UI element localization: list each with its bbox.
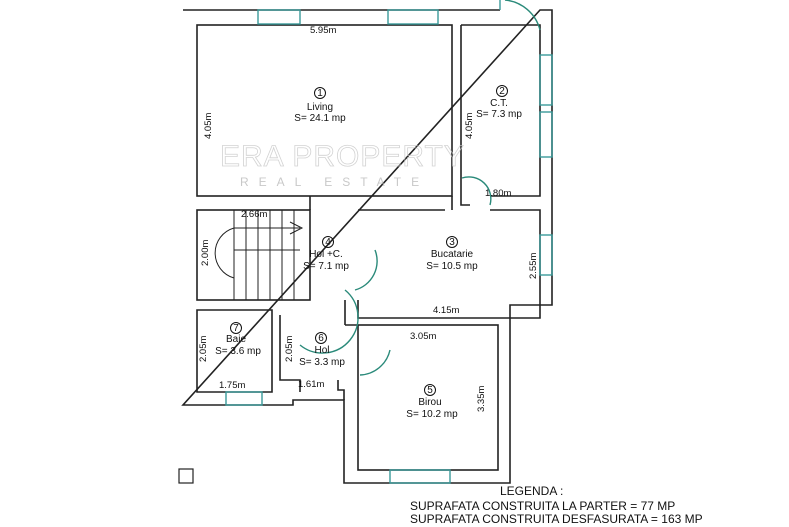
room-name: Birou: [418, 397, 441, 408]
room-ct: 2 C.T. S= 7.3 mp: [476, 85, 522, 120]
room-baie: 7 Baie S= 3.6 mp: [215, 322, 261, 357]
dim-stairs-width: 2.66m: [241, 209, 267, 220]
doors: [299, 0, 541, 376]
dim-hol-height: 2.05m: [284, 336, 295, 362]
dim-birou-width: 3.05m: [410, 331, 436, 342]
room-area: S= 3.6 mp: [215, 346, 261, 357]
room-area: S= 7.1 mp: [303, 261, 349, 272]
room-name: Hol: [314, 345, 329, 356]
room-name: C.T.: [490, 98, 508, 109]
dim-kitchen-height: 2.55m: [528, 253, 539, 279]
room-hol-c: 4 Hol +C. S= 7.1 mp: [303, 236, 349, 272]
dim-living-height: 4.05m: [203, 113, 214, 139]
dim-kitchen-width: 4.15m: [433, 305, 459, 316]
dim-baie-height: 2.05m: [198, 336, 209, 362]
room-area: S= 3.3 mp: [299, 357, 345, 368]
room-number: 6: [318, 333, 324, 344]
room-number: 7: [233, 323, 239, 334]
room-birou: 5 Birou S= 10.2 mp: [406, 384, 458, 420]
room-area: S= 24.1 mp: [294, 113, 346, 124]
room-area: S= 10.2 mp: [406, 409, 458, 420]
room-area: S= 7.3 mp: [476, 109, 522, 120]
room-bucatarie: 3 Bucatarie S= 10.5 mp: [426, 236, 478, 272]
walls: [181, 9, 553, 484]
legend-line: SUPRAFATA CONSTRUITA DESFASURATA = 163 M…: [410, 512, 703, 526]
dim-ct-height: 4.05m: [464, 113, 475, 139]
windows: [225, 0, 553, 484]
legend-line: SUPRAFATA CONSTRUITA LA PARTER = 77 MP: [410, 499, 675, 513]
room-number: 1: [317, 88, 323, 99]
dim-hol-width: 1.61m: [298, 379, 324, 390]
room-number: 2: [499, 86, 505, 97]
watermark-brand: ERA PROPERTY: [220, 140, 465, 173]
stairs: [214, 210, 304, 300]
room-number: 3: [449, 237, 455, 248]
room-name: Hol +C.: [309, 249, 343, 260]
room-name: Baie: [226, 334, 246, 345]
dim-living-width: 5.95m: [310, 25, 336, 36]
room-living: 1 Living S= 24.1 mp: [294, 87, 346, 124]
room-name: Living: [307, 102, 333, 113]
stairs-outline: [196, 209, 311, 301]
room-number: 5: [427, 385, 433, 396]
room-number: 4: [325, 237, 331, 248]
dim-ct-width: 1.80m: [485, 188, 511, 199]
dim-baie-width: 1.75m: [219, 380, 245, 391]
dim-stairs-height: 2.00m: [200, 240, 211, 266]
watermark-tagline: REAL ESTATE: [240, 175, 429, 189]
legend-square-icon: [178, 468, 194, 484]
room-area: S= 10.5 mp: [426, 261, 478, 272]
dimensions: 5.95m 4.05m 4.05m 1.80m 2.66m 2.00m 2.55…: [198, 25, 539, 412]
living-room-outline: [196, 24, 453, 197]
dim-birou-height: 3.35m: [476, 386, 487, 412]
stairs-arrow-icon: [289, 221, 304, 235]
room-name: Bucatarie: [431, 249, 474, 260]
watermark: ERA PROPERTY REAL ESTATE: [220, 140, 465, 189]
legend-title: LEGENDA :: [500, 484, 563, 498]
room-hol: 6 Hol S= 3.3 mp: [299, 332, 345, 368]
legend: LEGENDA : SUPRAFATA CONSTRUITA LA PARTER…: [410, 484, 703, 526]
